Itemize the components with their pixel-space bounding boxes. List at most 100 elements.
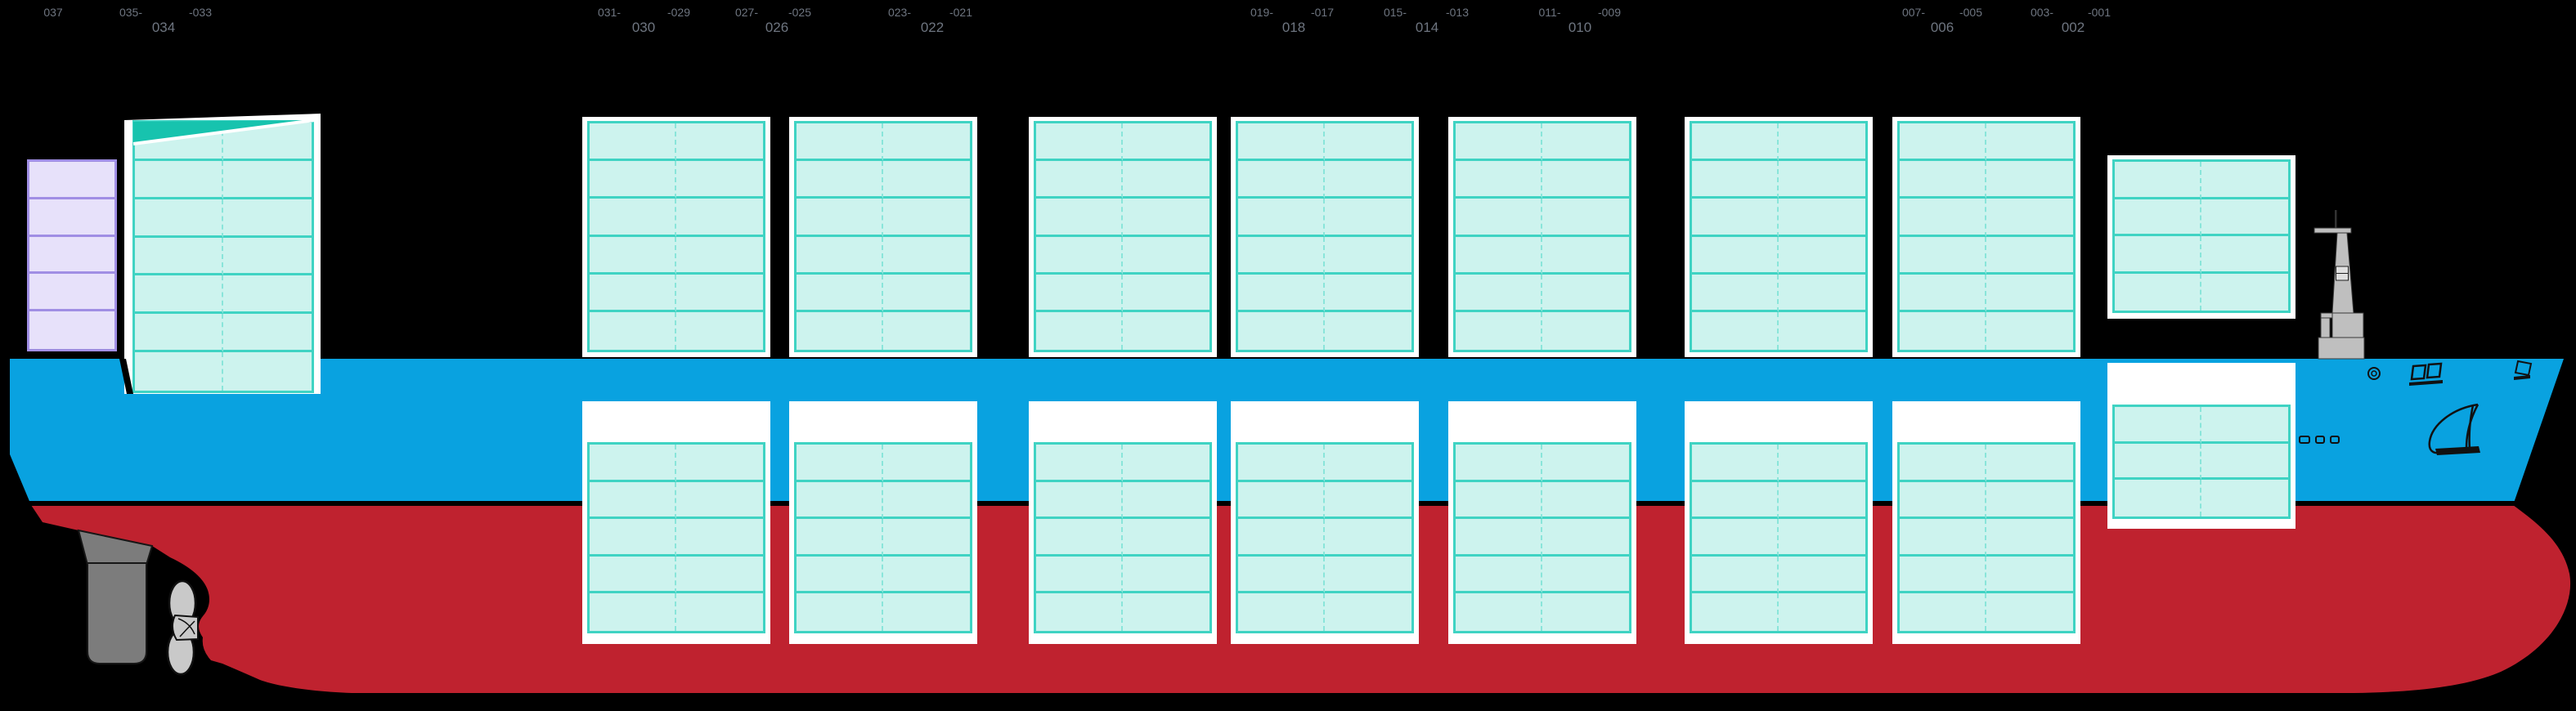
container-slot[interactable]	[1779, 123, 1865, 162]
container-slot[interactable]	[1238, 123, 1325, 162]
container-slot[interactable]	[590, 161, 676, 199]
container-slot[interactable]	[1325, 161, 1411, 199]
container-slot[interactable]	[1456, 445, 1542, 482]
container-slot[interactable]	[1692, 123, 1779, 162]
container-slot[interactable]	[1036, 274, 1123, 312]
container-slot[interactable]	[1692, 445, 1779, 482]
container-slot[interactable]	[1036, 593, 1123, 631]
container-slot[interactable]	[135, 199, 223, 238]
container-slot[interactable]	[135, 237, 223, 276]
container-slot[interactable]	[223, 161, 312, 199]
container-slot[interactable]	[1456, 199, 1542, 237]
container-slot[interactable]	[590, 274, 676, 312]
container-slot[interactable]	[2115, 407, 2201, 444]
container-slot[interactable]	[883, 275, 970, 312]
container-slot[interactable]	[1779, 445, 1865, 482]
container-slot[interactable]	[797, 481, 883, 520]
container-slot[interactable]	[1692, 274, 1779, 312]
container-slot[interactable]	[1123, 123, 1209, 162]
container-slot[interactable]	[1542, 519, 1629, 557]
container-slot[interactable]	[223, 238, 312, 276]
container-slot[interactable]	[590, 593, 676, 631]
container-slot[interactable]	[223, 275, 312, 315]
container-slot[interactable]	[1238, 556, 1325, 594]
container-slot[interactable]	[223, 314, 312, 353]
container-slot[interactable]	[2115, 236, 2201, 274]
container-slot[interactable]	[1986, 123, 2073, 162]
container-slot[interactable]	[797, 311, 883, 350]
container-slot[interactable]	[1900, 161, 1986, 199]
container-slot[interactable]	[135, 160, 223, 199]
container-slot[interactable]	[1325, 237, 1411, 275]
container-slot[interactable]	[1036, 236, 1123, 275]
container-slot[interactable]	[590, 445, 676, 482]
container-slot[interactable]	[1456, 593, 1542, 631]
container-slot[interactable]	[1542, 199, 1629, 237]
container-slot[interactable]	[1779, 557, 1865, 594]
container-slot[interactable]	[135, 314, 223, 353]
container-slot[interactable]	[1036, 556, 1123, 594]
container-slot[interactable]	[2201, 236, 2288, 274]
container-slot[interactable]	[1779, 199, 1865, 237]
container-slot[interactable]	[1123, 482, 1209, 520]
container-slot[interactable]	[1542, 123, 1629, 162]
container-slot[interactable]	[1238, 199, 1325, 237]
container-slot[interactable]	[676, 557, 763, 594]
container-slot[interactable]	[1779, 275, 1865, 312]
container-slot[interactable]	[1456, 236, 1542, 275]
container-slot[interactable]	[29, 162, 114, 199]
container-slot[interactable]	[1542, 275, 1629, 312]
container-slot[interactable]	[797, 123, 883, 162]
container-slot[interactable]	[2201, 162, 2288, 199]
container-slot[interactable]	[1900, 519, 1986, 557]
container-slot[interactable]	[590, 311, 676, 350]
container-slot[interactable]	[1036, 199, 1123, 237]
container-slot[interactable]	[1692, 481, 1779, 520]
container-slot[interactable]	[135, 123, 223, 161]
container-slot[interactable]	[1900, 311, 1986, 350]
container-slot[interactable]	[2201, 199, 2288, 236]
container-slot[interactable]	[1542, 161, 1629, 199]
container-slot[interactable]	[590, 236, 676, 275]
container-slot[interactable]	[1123, 445, 1209, 482]
container-slot[interactable]	[1123, 519, 1209, 557]
container-slot[interactable]	[135, 275, 223, 315]
container-slot[interactable]	[1325, 275, 1411, 312]
container-slot[interactable]	[1123, 237, 1209, 275]
container-slot[interactable]	[1238, 274, 1325, 312]
container-slot[interactable]	[2201, 444, 2288, 481]
container-slot[interactable]	[1456, 481, 1542, 520]
container-slot[interactable]	[1542, 237, 1629, 275]
container-slot[interactable]	[797, 236, 883, 275]
container-slot[interactable]	[1456, 274, 1542, 312]
container-slot[interactable]	[797, 593, 883, 631]
container-slot[interactable]	[1692, 311, 1779, 350]
container-slot[interactable]	[1123, 275, 1209, 312]
container-slot[interactable]	[676, 199, 763, 237]
container-slot[interactable]	[1238, 593, 1325, 631]
container-slot[interactable]	[2115, 443, 2201, 481]
container-slot[interactable]	[1123, 557, 1209, 594]
container-slot[interactable]	[2115, 199, 2201, 236]
container-slot[interactable]	[1692, 161, 1779, 199]
container-slot[interactable]	[590, 481, 676, 520]
container-slot[interactable]	[590, 199, 676, 237]
container-slot[interactable]	[797, 274, 883, 312]
container-slot[interactable]	[29, 199, 114, 237]
container-slot[interactable]	[1036, 123, 1123, 162]
container-slot[interactable]	[1986, 445, 2073, 482]
container-slot[interactable]	[1456, 556, 1542, 594]
container-slot[interactable]	[223, 199, 312, 238]
container-slot[interactable]	[1986, 237, 2073, 275]
container-slot[interactable]	[1325, 123, 1411, 162]
container-slot[interactable]	[1123, 199, 1209, 237]
container-slot[interactable]	[883, 445, 970, 482]
container-slot[interactable]	[1036, 481, 1123, 520]
container-slot[interactable]	[1456, 311, 1542, 350]
container-slot[interactable]	[1238, 161, 1325, 199]
container-slot[interactable]	[797, 519, 883, 557]
container-slot[interactable]	[1036, 519, 1123, 557]
container-slot[interactable]	[1456, 161, 1542, 199]
container-slot[interactable]	[883, 161, 970, 199]
container-slot[interactable]	[883, 557, 970, 594]
